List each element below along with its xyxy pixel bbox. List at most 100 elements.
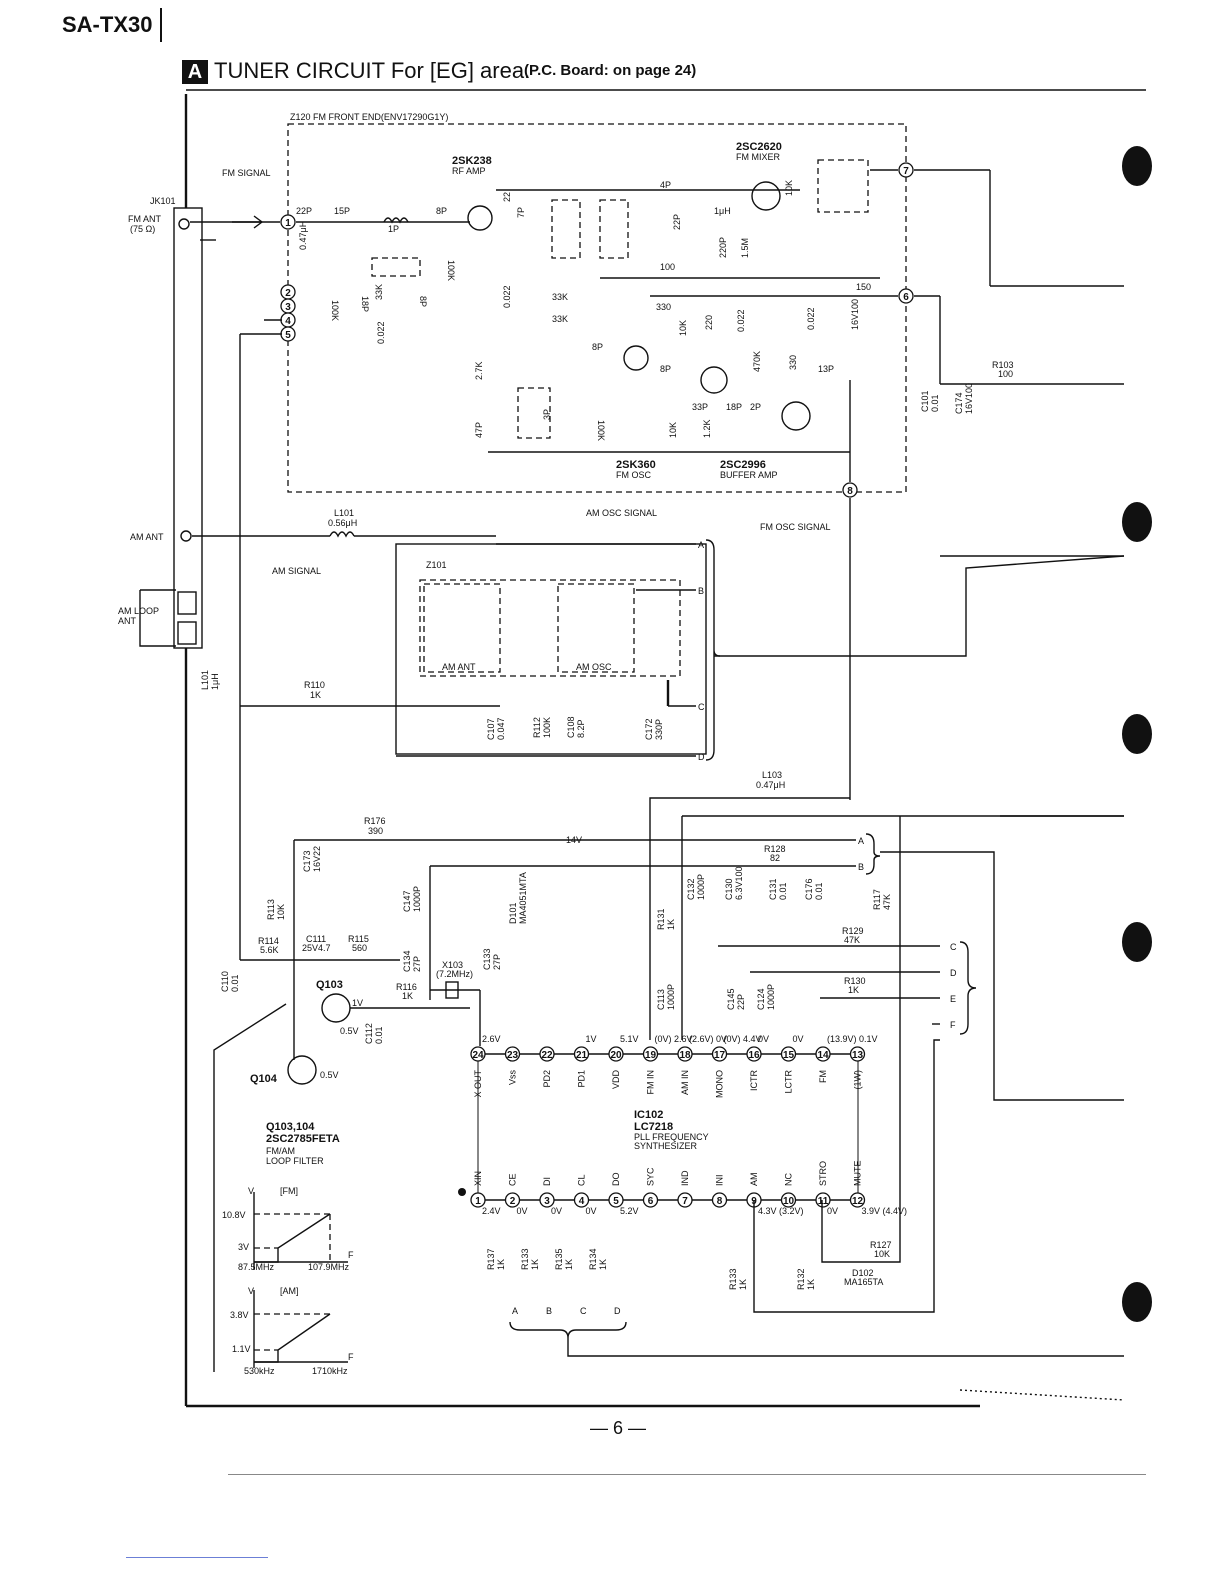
footer-link-underline[interactable]	[126, 1557, 268, 1558]
fe-pin-1-num: 1	[285, 218, 291, 229]
ic-pin-10	[780, 1192, 797, 1208]
ic-pin-6	[642, 1192, 659, 1208]
fm-ant-terminal[interactable]	[178, 218, 190, 230]
c101v-label: 0.01	[930, 394, 940, 412]
c174-label: C174	[954, 392, 964, 414]
r10k-m-label: 10K	[784, 180, 794, 196]
r133b-label: R133	[728, 1268, 738, 1290]
r114v-label: 5.6K	[260, 945, 279, 955]
l047-label: 0.47μH	[298, 221, 308, 250]
am-ant-terminal[interactable]	[180, 530, 192, 542]
ic-pin-23-name: Vss	[508, 1070, 518, 1086]
c113v-label: 1000P	[666, 984, 676, 1010]
r33k-c-label: 33K	[552, 314, 568, 324]
q103-label: Q103	[316, 979, 343, 991]
c124-label: C124	[756, 988, 766, 1010]
ic-pin-9-voltage: 4.3V (3.2V)	[758, 1206, 804, 1216]
r100k-label: 100K	[446, 260, 456, 281]
r127v-label: 10K	[874, 1249, 890, 1259]
r115-label: R115	[348, 934, 369, 944]
pin1-marker	[458, 1188, 466, 1196]
am-osc-signal-label: AM OSC SIGNAL	[586, 508, 657, 518]
bus-c-2: C	[950, 942, 957, 952]
r133-label: R133	[520, 1248, 530, 1270]
ic-pin-2-voltage: 0V	[517, 1206, 528, 1216]
ic-pin-17-num: 17	[714, 1050, 726, 1061]
fm-v-lo: 3V	[238, 1242, 249, 1252]
r33k-a-label: 33K	[374, 284, 384, 300]
ic-pin-22	[539, 1046, 555, 1062]
ift-box	[817, 159, 869, 213]
ic-pin-16-num: 16	[748, 1050, 760, 1061]
ic-pin-20-num: 20	[610, 1050, 622, 1061]
c111v-label: 25V4.7	[302, 943, 331, 953]
am-axis-v: V	[248, 1286, 254, 1296]
fm-axis-f: F	[348, 1250, 354, 1260]
ic-pin-21-voltage: 1V	[586, 1034, 597, 1044]
c7p-label: 7P	[516, 207, 526, 218]
r116-label: R116	[396, 982, 417, 992]
am-bus-out	[714, 555, 1125, 657]
r220-label: 220	[704, 315, 714, 330]
mixer-role: FM MIXER	[736, 152, 780, 162]
ic-pin-3-num: 3	[544, 1196, 550, 1207]
ic-pin-20-voltage: 5.1V	[620, 1034, 639, 1044]
ic-pin-5-name: DO	[611, 1173, 621, 1187]
buffer-transistor	[781, 401, 811, 431]
fm-vt-graph: V [FM] 10.8V 3V F 87.5MHz 107.9MHz	[222, 1186, 354, 1272]
mixer-part: 2SC2620	[736, 141, 782, 153]
x103-label: X103	[442, 960, 463, 970]
am-ant-coil-box	[423, 583, 501, 673]
r117-label: R117	[872, 889, 882, 910]
osc-part: 2SK360	[616, 459, 656, 471]
c147v-label: 1000P	[412, 886, 422, 912]
q104-transistor	[287, 1055, 317, 1085]
r132-label: R132	[796, 1268, 806, 1290]
ic-pin-11	[815, 1192, 831, 1208]
ic-pin-18-name: AM IN	[680, 1070, 690, 1095]
fm-v-hi: 10.8V	[222, 1210, 246, 1220]
ic-pin-6-name: SYC	[646, 1167, 656, 1186]
ic-pin-11-voltage: 0V	[827, 1206, 838, 1216]
fm-front-end-box	[287, 123, 907, 493]
am-loop-terminal-2[interactable]	[177, 621, 197, 645]
ic-pin-7-num: 7	[682, 1196, 688, 1207]
jk101-label: JK101	[150, 196, 176, 206]
c173v-label: 16V22	[312, 846, 322, 872]
c172v-label: 330P	[654, 719, 664, 740]
ic-pin-15	[780, 1046, 797, 1062]
c173-label: C173	[302, 850, 312, 872]
c0022-d-label: 0.022	[806, 307, 816, 330]
14v-label: 14V	[566, 835, 582, 845]
abcd-brace	[509, 1321, 627, 1339]
ic-pin-7-name: IND	[680, 1170, 690, 1186]
ic-pin-17	[711, 1046, 728, 1062]
ic-pin-17-name: MONO	[715, 1070, 725, 1098]
am-osc-box-label: AM OSC	[576, 662, 612, 672]
r129-label: R129	[842, 926, 864, 936]
am-ant-box-label: AM ANT	[442, 662, 476, 672]
am-v-lo: 1.1V	[232, 1344, 251, 1354]
r113-label: R113	[266, 899, 276, 920]
fe-pin-7	[898, 162, 914, 178]
am-loop-terminal-1[interactable]	[177, 591, 197, 615]
r130v-label: 1K	[848, 985, 859, 995]
am-axis-f: F	[348, 1352, 354, 1362]
c22p-b-label: 22P	[672, 214, 682, 230]
front-end-label: Z120 FM FRONT END(ENV17290G1Y)	[290, 112, 448, 122]
r112-label: R112	[532, 717, 542, 738]
ic-pin-18-voltage: (2.6V) 0V	[689, 1034, 727, 1044]
r116v-label: 1K	[402, 991, 413, 1001]
ic-pin-11-name: STRO	[818, 1161, 828, 1186]
c176v-label: 0.01	[814, 882, 824, 900]
osc-role: FM OSC	[616, 470, 651, 480]
c110v-label: 0.01	[230, 974, 240, 992]
fe-pin-4-num: 4	[285, 316, 291, 327]
fe-pin-7-num: 7	[903, 166, 909, 177]
c112-label: C112	[364, 1023, 374, 1044]
r330-label: 330	[656, 302, 671, 312]
c134v-label: 27P	[412, 956, 422, 972]
fe-pin-2-num: 2	[285, 288, 291, 299]
c172-label: C172	[644, 718, 654, 740]
